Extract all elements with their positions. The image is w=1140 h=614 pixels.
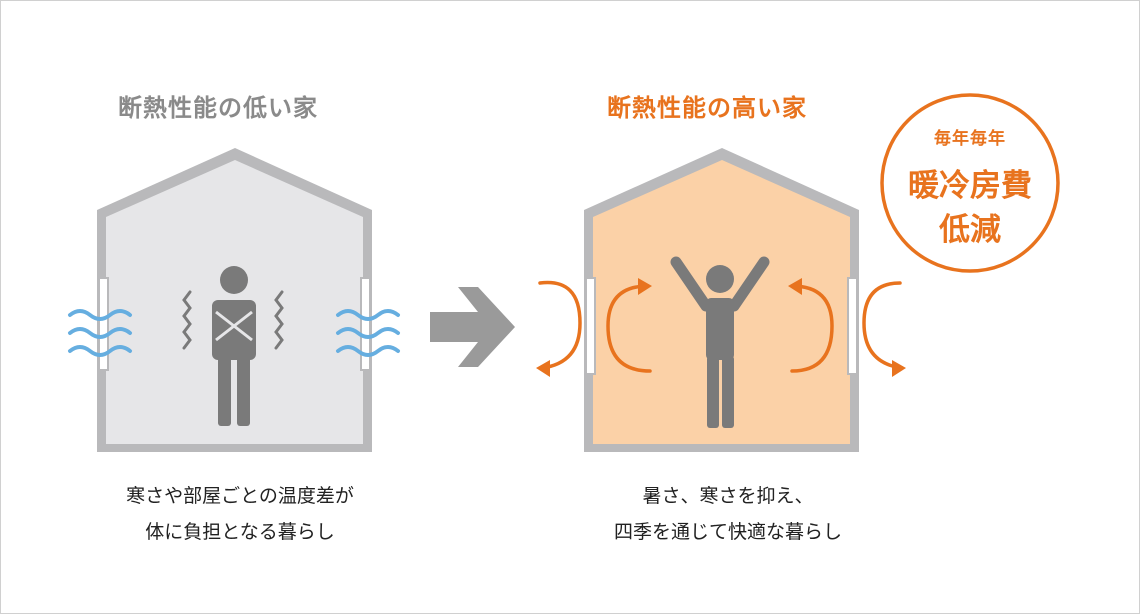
right-caption: 暑さ、寒さを抑え、 四季を通じて快適な暮らし: [548, 478, 908, 550]
badge-line3: 低減: [939, 212, 1001, 248]
right-window: [847, 277, 858, 375]
happy-person-icon: [670, 256, 770, 428]
arrowhead-icon: [536, 278, 906, 377]
arrow-right-icon: [430, 287, 515, 367]
right-window: [360, 277, 371, 371]
badge-line1: 毎年毎年: [934, 129, 1006, 149]
left-caption-line1: 寒さや部屋ごとの温度差が: [126, 485, 354, 507]
left-window: [585, 277, 596, 375]
right-caption-line1: 暑さ、寒さを抑え、: [642, 485, 814, 507]
left-house-title: 断熱性能の低い家: [118, 94, 318, 122]
right-house-title: 断熱性能の高い家: [607, 94, 807, 122]
cold-wind-icon: [68, 309, 132, 357]
shivering-person-icon: [212, 266, 256, 426]
left-caption-line2: 体に負担となる暮らし: [145, 521, 335, 543]
badge-line2: 暖冷房費: [908, 168, 1032, 204]
left-window: [98, 277, 109, 371]
shiver-icon: [182, 290, 284, 350]
circulation-arrow-icon: [538, 280, 904, 373]
left-caption: 寒さや部屋ごとの温度差が 体に負担となる暮らし: [60, 478, 420, 550]
badge-circle: [880, 93, 1060, 273]
right-caption-line2: 四季を通じて快適な暮らし: [613, 521, 842, 543]
cold-wind-icon: [336, 309, 400, 357]
